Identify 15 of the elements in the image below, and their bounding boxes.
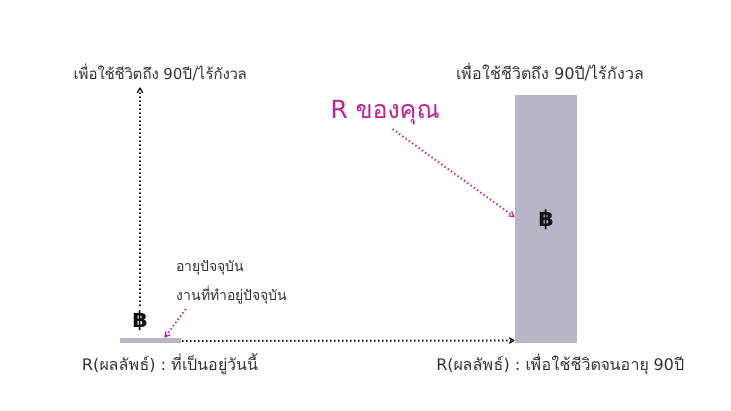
- caption-text: R(ผลลัพธ์) : เพื่อใช้ชีวิตจนอายุ 90ปี: [435, 354, 685, 376]
- baht-sign: ฿: [128, 307, 152, 335]
- bar: [515, 95, 577, 343]
- arrow: [136, 87, 144, 306]
- caption-text: R(ผลลัพธ์) : ที่เป็นอยู่วันนี้: [80, 354, 260, 376]
- note-text: อายุปัจจุบัน: [176, 258, 244, 277]
- note-text: งานที่ทำอยู่ปัจจุบัน: [176, 285, 287, 307]
- heading-text: เพื่อใช้ชีวิตถึง 90ปี/ไร้กังวล: [30, 63, 290, 87]
- baht-sign: ฿: [537, 207, 555, 232]
- callout-text: R ของคุณ: [322, 92, 448, 128]
- leader-line: [164, 308, 187, 338]
- leader-line: [392, 128, 515, 218]
- bar: [120, 338, 181, 343]
- heading-text: เพื่อใช้ชีวิตถึง 90ปี/ไร้กังวล: [455, 63, 645, 85]
- arrow: [182, 337, 515, 344]
